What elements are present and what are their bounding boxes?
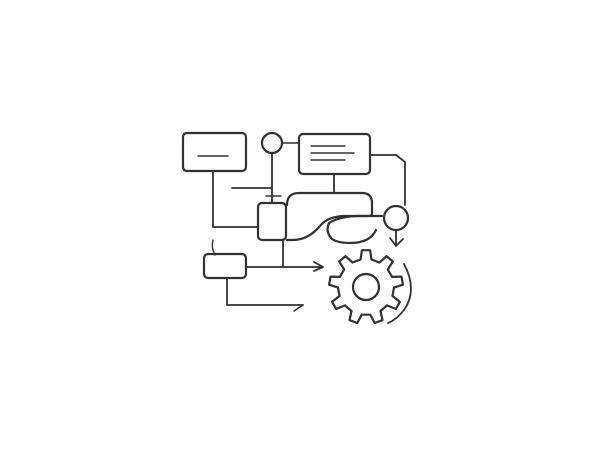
- curved-pipe-inner: [326, 214, 384, 245]
- right-circle-tail: [389, 229, 404, 247]
- gear-hub: [351, 272, 381, 302]
- center-small-box: [256, 201, 288, 242]
- gear-icon: [328, 249, 404, 325]
- top-right-box: [297, 132, 372, 176]
- gear-outline: [328, 249, 404, 325]
- left-hook-mark: [211, 239, 216, 256]
- connector-left-box-down: [212, 171, 259, 228]
- top-left-box: [181, 131, 248, 173]
- top-circle-node: [260, 131, 284, 155]
- right-circle-node: [382, 204, 410, 232]
- bottom-left-box: [202, 252, 248, 280]
- arrowhead-bottom-right: [293, 304, 304, 312]
- connector-bottom-box-down-right: [226, 278, 304, 306]
- gear-side-arc: [387, 263, 412, 324]
- connector-right-box-to-circle: [370, 154, 406, 206]
- arrowhead-to-gear: [313, 261, 324, 272]
